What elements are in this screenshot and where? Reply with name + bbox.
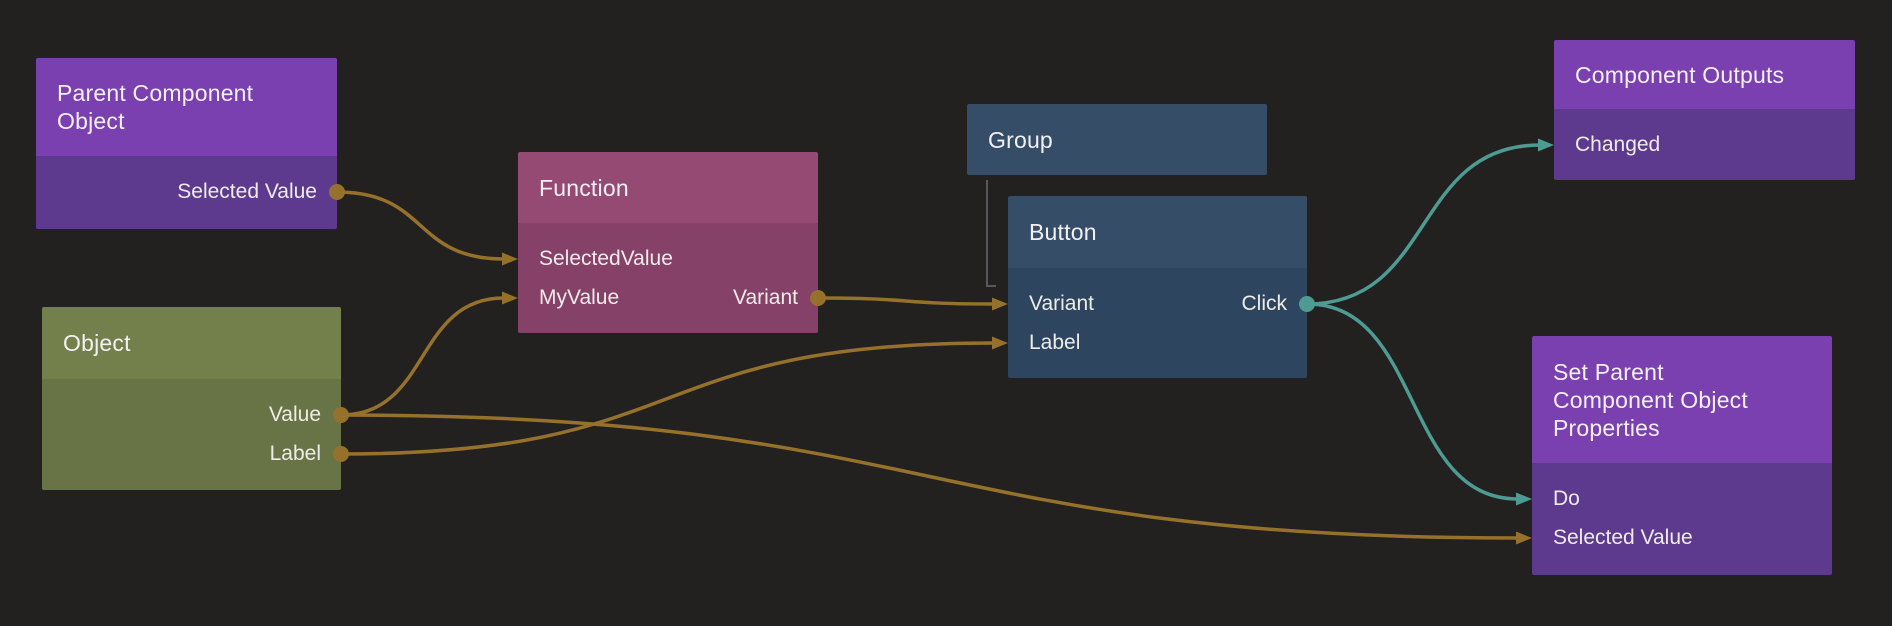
node-header[interactable]: Set Parent Component Object Properties xyxy=(1532,336,1832,463)
input-port-arrow-set-parent-component-object-properties-do[interactable] xyxy=(1516,492,1532,506)
connection-parent-component-object-selected-value-to-function-selectedvalue[interactable] xyxy=(336,190,505,261)
input-port-arrow-set-parent-component-object-properties-selected-value[interactable] xyxy=(1516,531,1532,545)
input-port-arrow-function-selectedvalue[interactable] xyxy=(502,252,518,266)
output-port-value[interactable]: Value xyxy=(268,403,321,426)
connection-button-click-to-component-outputs-changed[interactable] xyxy=(1306,143,1541,306)
output-port-label[interactable]: Label xyxy=(269,442,321,465)
node-body: Selected Value xyxy=(36,156,337,229)
node-title: Object xyxy=(63,330,131,356)
output-port-variant[interactable]: Variant xyxy=(733,286,798,309)
input-port-changed[interactable]: Changed xyxy=(1575,133,1661,156)
connection-object-value-to-set-parent-component-object-properties-selected-value[interactable] xyxy=(340,413,1519,540)
input-port-label[interactable]: Label xyxy=(1029,331,1081,354)
node-header[interactable]: Button xyxy=(1008,196,1307,268)
input-port-myvalue[interactable]: MyValue xyxy=(539,286,620,309)
connection-object-label-to-button-label[interactable] xyxy=(340,341,995,456)
node-group[interactable]: Group xyxy=(967,104,1267,175)
input-port-arrow-button-label[interactable] xyxy=(992,336,1008,350)
node-title: Group xyxy=(988,126,1053,153)
node-body: Changed xyxy=(1554,109,1855,180)
node-header[interactable]: Function xyxy=(518,152,818,223)
hierarchy-connector-line xyxy=(986,180,996,287)
node-title: Function xyxy=(539,174,629,201)
node-header[interactable]: Group xyxy=(967,104,1267,175)
output-port-click[interactable]: Click xyxy=(1241,292,1288,315)
connection-object-value-to-function-myvalue[interactable] xyxy=(340,296,505,417)
node-title: Parent Component Object xyxy=(57,80,254,134)
input-port-selected-value[interactable]: Selected Value xyxy=(1553,526,1693,549)
input-port-arrow-button-variant[interactable] xyxy=(992,297,1008,311)
node-title: Component Outputs xyxy=(1575,61,1785,88)
input-port-do[interactable]: Do xyxy=(1553,487,1580,510)
node-header[interactable]: Object xyxy=(42,307,341,379)
input-port-variant[interactable]: Variant xyxy=(1029,292,1094,315)
node-title: Set Parent Component Object Properties xyxy=(1553,358,1748,441)
connection-button-click-to-set-parent-component-object-properties-do[interactable] xyxy=(1306,302,1519,501)
input-port-arrow-component-outputs-changed[interactable] xyxy=(1538,138,1554,152)
node-title: Button xyxy=(1029,219,1097,245)
connection-function-variant-to-button-variant[interactable] xyxy=(817,296,995,306)
input-port-selectedvalue[interactable]: SelectedValue xyxy=(539,247,673,270)
node-header[interactable]: Parent Component Object xyxy=(36,58,337,156)
input-port-arrow-function-myvalue[interactable] xyxy=(502,291,518,305)
output-port-selected-value[interactable]: Selected Value xyxy=(177,180,317,203)
node-header[interactable]: Component Outputs xyxy=(1554,40,1855,109)
